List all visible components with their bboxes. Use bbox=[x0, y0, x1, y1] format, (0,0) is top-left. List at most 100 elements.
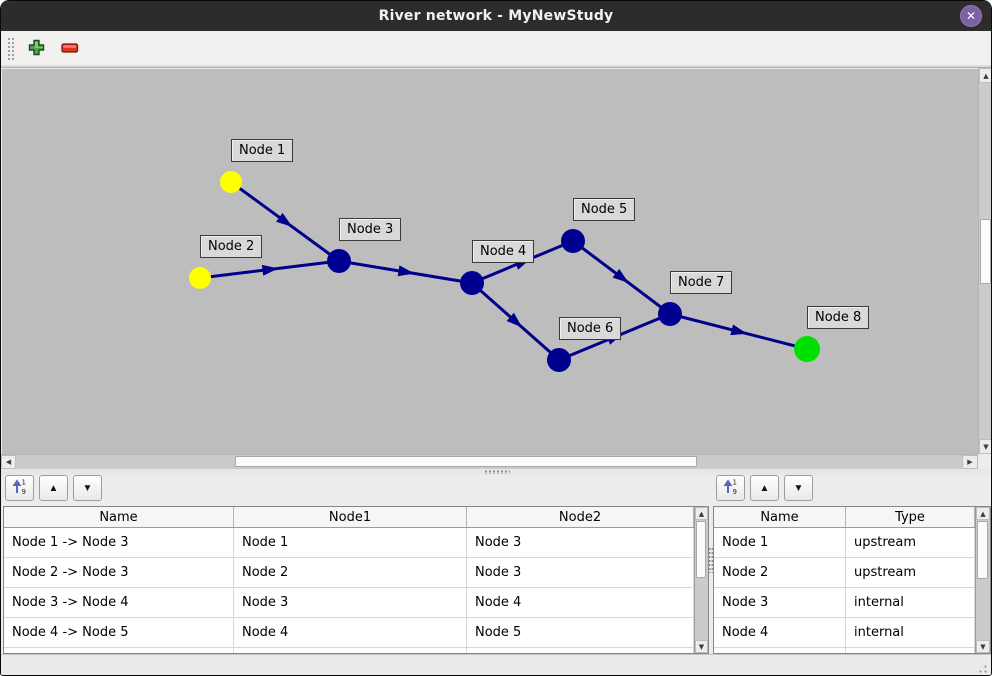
toolbar-grip-handle[interactable] bbox=[7, 37, 14, 61]
river-node[interactable] bbox=[794, 336, 820, 362]
table-cell[interactable]: Node 2 -> Node 3 bbox=[4, 558, 234, 587]
scroll-left-button[interactable]: ◀ bbox=[1, 455, 16, 469]
flow-direction-arrow-icon bbox=[506, 312, 523, 328]
scroll-down-button[interactable]: ▼ bbox=[695, 640, 708, 653]
table-row bbox=[714, 648, 975, 653]
river-node[interactable] bbox=[189, 267, 211, 289]
minus-icon bbox=[61, 42, 79, 57]
titlebar[interactable]: River network - MyNewStudy ✕ bbox=[1, 1, 991, 31]
sort-ascending-icon: 1 9 bbox=[723, 478, 739, 498]
edges-table-scrollbar[interactable]: ▲ ▼ bbox=[694, 507, 708, 653]
add-button[interactable] bbox=[23, 36, 49, 62]
horizontal-splitter[interactable] bbox=[1, 469, 991, 475]
table-cell[interactable]: Node 4 bbox=[714, 618, 846, 647]
sort-ascending-icon: 1 9 bbox=[12, 478, 28, 498]
right-arrow-icon: ▶ bbox=[967, 458, 973, 466]
up-triangle-icon: ▲ bbox=[48, 482, 59, 494]
close-button[interactable]: ✕ bbox=[960, 5, 982, 27]
table-cell[interactable]: upstream bbox=[846, 528, 975, 557]
table-cell[interactable]: Node 3 bbox=[467, 558, 694, 587]
river-node[interactable] bbox=[561, 229, 585, 253]
column-header[interactable]: Type bbox=[846, 507, 975, 527]
sort-edges-button[interactable]: 1 9 bbox=[5, 475, 34, 501]
canvas-vertical-scrollbar[interactable]: ▲ ▼ bbox=[978, 68, 991, 454]
up-arrow-icon: ▲ bbox=[980, 509, 986, 518]
sort-nodes-button[interactable]: 1 9 bbox=[716, 475, 745, 501]
table-cell[interactable]: Node 4 -> Node 5 bbox=[4, 618, 234, 647]
scroll-right-button[interactable]: ▶ bbox=[962, 455, 978, 469]
table-cell[interactable]: Node 2 bbox=[714, 558, 846, 587]
svg-text:1: 1 bbox=[732, 479, 736, 487]
flow-direction-arrow-icon bbox=[397, 265, 415, 277]
up-arrow-icon: ▲ bbox=[698, 509, 705, 518]
table-cell[interactable]: Node 1 -> Node 3 bbox=[4, 528, 234, 557]
river-node[interactable] bbox=[220, 171, 242, 193]
river-node[interactable] bbox=[658, 302, 682, 326]
splitter-handle-icon bbox=[484, 470, 510, 474]
panel-splitter-handle[interactable] bbox=[708, 547, 713, 573]
down-triangle-icon: ▼ bbox=[82, 482, 93, 494]
column-header[interactable]: Node2 bbox=[467, 507, 694, 527]
vertical-scroll-thumb[interactable] bbox=[980, 219, 991, 284]
resize-grip-icon[interactable] bbox=[974, 660, 988, 674]
nodes-table-scrollbar[interactable]: ▲ ▼ bbox=[975, 507, 990, 653]
horizontal-scroll-thumb[interactable] bbox=[235, 456, 697, 467]
table-cell[interactable]: internal bbox=[846, 588, 975, 617]
node-label: Node 2 bbox=[200, 235, 263, 258]
table-cell[interactable]: Node 3 bbox=[234, 588, 467, 617]
scroll-up-button[interactable]: ▲ bbox=[695, 507, 708, 520]
table-cell[interactable]: Node 3 bbox=[714, 588, 846, 617]
table-cell[interactable]: Node 2 bbox=[234, 558, 467, 587]
node-label: Node 3 bbox=[339, 218, 402, 241]
scroll-down-button[interactable]: ▼ bbox=[976, 640, 990, 653]
down-arrow-icon: ▼ bbox=[983, 442, 989, 451]
river-node[interactable] bbox=[327, 249, 351, 273]
nodes-table-toolbar: 1 9 ▲ ▼ bbox=[716, 475, 813, 501]
move-down-button[interactable]: ▼ bbox=[73, 475, 102, 501]
flow-direction-arrow-icon bbox=[261, 264, 279, 276]
river-node[interactable] bbox=[460, 271, 484, 295]
vertical-scroll-thumb[interactable] bbox=[977, 521, 988, 579]
move-up-button[interactable]: ▲ bbox=[39, 475, 68, 501]
remove-button[interactable] bbox=[57, 36, 83, 62]
node-label: Node 8 bbox=[807, 306, 870, 329]
canvas-horizontal-scrollbar[interactable]: ◀ ▶ bbox=[1, 454, 978, 469]
move-down-button[interactable]: ▼ bbox=[784, 475, 813, 501]
column-header[interactable]: Node1 bbox=[234, 507, 467, 527]
table-cell[interactable]: upstream bbox=[846, 558, 975, 587]
vertical-scroll-thumb[interactable] bbox=[696, 521, 706, 578]
column-header[interactable]: Name bbox=[714, 507, 846, 527]
river-node[interactable] bbox=[547, 348, 571, 372]
table-cell[interactable]: internal bbox=[846, 618, 975, 647]
table-cell[interactable]: Node 4 bbox=[467, 588, 694, 617]
down-arrow-icon: ▼ bbox=[698, 642, 705, 651]
left-arrow-icon: ◀ bbox=[5, 458, 12, 466]
column-header[interactable]: Name bbox=[4, 507, 234, 527]
toolbar bbox=[1, 31, 991, 68]
close-icon: ✕ bbox=[965, 9, 977, 23]
table-cell[interactable]: Node 3 bbox=[467, 528, 694, 557]
table-cell[interactable]: Node 1 bbox=[714, 528, 846, 557]
node-label: Node 6 bbox=[559, 317, 622, 340]
scroll-up-button[interactable]: ▲ bbox=[976, 507, 990, 520]
scroll-up-button[interactable]: ▲ bbox=[979, 68, 991, 83]
move-up-button[interactable]: ▲ bbox=[750, 475, 779, 501]
node-label: Node 7 bbox=[670, 271, 733, 294]
table-cell[interactable]: Node 5 bbox=[467, 618, 694, 647]
table-cell[interactable]: Node 1 bbox=[234, 528, 467, 557]
table-cell[interactable]: Node 4 bbox=[234, 618, 467, 647]
scroll-down-button[interactable]: ▼ bbox=[979, 439, 991, 454]
table-cell[interactable]: Node 3 -> Node 4 bbox=[4, 588, 234, 617]
node-label: Node 4 bbox=[472, 240, 535, 263]
